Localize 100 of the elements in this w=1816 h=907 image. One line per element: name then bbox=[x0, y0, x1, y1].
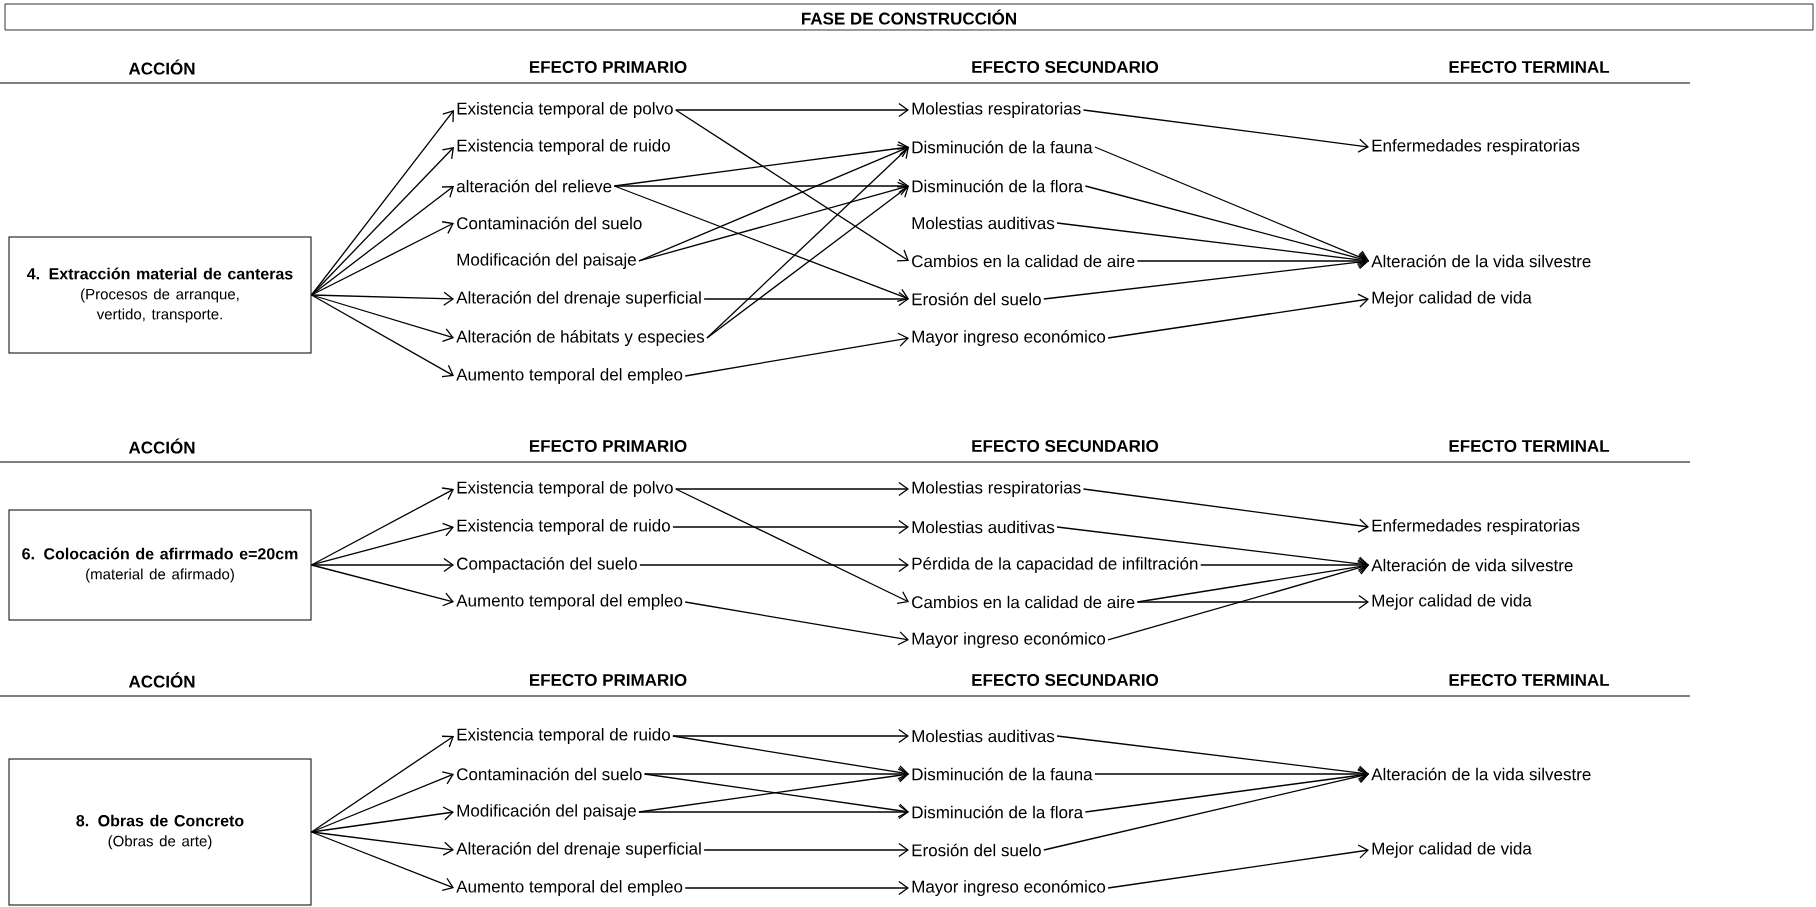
arrow bbox=[1084, 185, 1369, 266]
effect-text: Pérdida de la capacidad de infiltración bbox=[912, 557, 1198, 573]
effect-text: Mayor ingreso económico bbox=[912, 632, 1106, 648]
effect-text: Modificación del paisaje bbox=[457, 253, 636, 269]
arrow bbox=[672, 728, 909, 744]
effect-text: Alteración de vida silvestre bbox=[1371, 558, 1573, 572]
effect-text: Erosión del suelo bbox=[912, 292, 1041, 306]
arrow bbox=[310, 771, 454, 833]
effect-text: Alteración de la vida silvestre bbox=[1371, 254, 1591, 268]
arrow bbox=[310, 487, 454, 566]
effect-text: Alteración del drenaje superficial bbox=[456, 291, 701, 307]
arrow bbox=[1082, 109, 1369, 153]
effect-text: Disminución de la flora bbox=[912, 179, 1084, 193]
column-header: EFECTO TERMINAL bbox=[1449, 61, 1610, 73]
arrow bbox=[1094, 766, 1369, 782]
arrow bbox=[638, 144, 909, 262]
effect-text: Enfermedades respiratorias bbox=[1372, 139, 1580, 155]
arrow bbox=[684, 332, 909, 377]
arrow bbox=[310, 294, 454, 378]
column-header: EFECTO TERMINAL bbox=[1449, 674, 1610, 686]
arrow bbox=[310, 147, 454, 296]
arrow bbox=[675, 102, 909, 118]
arrow bbox=[310, 557, 454, 573]
effect-text: Disminución de la fauna bbox=[912, 767, 1093, 781]
action-box: 6. Colocación de afirrmado e=20cm (material de afirmado) bbox=[8, 509, 312, 621]
column-header: EFECTO SECUNDARIO bbox=[972, 440, 1159, 452]
arrow bbox=[1082, 488, 1369, 533]
effect-text: Alteración del drenaje superficial bbox=[456, 842, 701, 858]
arrow bbox=[1094, 146, 1369, 264]
arrow bbox=[684, 601, 909, 646]
effect-text: Existencia temporal de ruido bbox=[457, 728, 670, 744]
effect-text: Cambios en la calidad de aire bbox=[912, 595, 1135, 609]
effect-text: Modificación del paisaje bbox=[457, 804, 636, 820]
effect-text: Enfermedades respiratorias bbox=[1372, 519, 1580, 535]
arrow bbox=[310, 564, 454, 607]
arrow bbox=[613, 185, 909, 303]
effect-text: Molestias auditivas bbox=[912, 216, 1055, 230]
arrow bbox=[1107, 560, 1369, 641]
effect-text: Aumento temporal del empleo bbox=[456, 880, 683, 896]
arrow bbox=[310, 522, 454, 566]
effect-text: Cambios en la calidad de aire bbox=[912, 254, 1135, 268]
effect-text: Alteración de la vida silvestre bbox=[1371, 767, 1591, 781]
arrow bbox=[1136, 594, 1369, 610]
effect-text: Disminución de la fauna bbox=[912, 140, 1093, 154]
action-box: 4. Extracción material de canteras (Procesos de arranque, vertido, transporte. bbox=[8, 236, 312, 354]
effect-text: Mayor ingreso económico bbox=[912, 880, 1106, 896]
effect-text: Existencia temporal de ruido bbox=[457, 139, 670, 155]
arrow bbox=[638, 804, 909, 820]
arrow bbox=[1107, 293, 1369, 339]
effect-text: Compactación del suelo bbox=[457, 557, 637, 573]
effect-text: Molestias respiratorias bbox=[912, 102, 1081, 118]
action-box: 8. Obras de Concreto (Obras de arte) bbox=[8, 758, 312, 906]
column-header: ACCIÓN bbox=[128, 672, 195, 688]
arrow bbox=[1107, 844, 1369, 889]
arrow bbox=[703, 842, 909, 858]
arrow bbox=[310, 186, 454, 296]
arrow bbox=[1043, 769, 1369, 851]
effect-text: Contaminación del suelo bbox=[457, 767, 642, 781]
arrow bbox=[1136, 253, 1369, 269]
arrow bbox=[684, 880, 909, 896]
arrow bbox=[310, 221, 454, 296]
effect-text: alteración del relieve bbox=[456, 179, 612, 193]
arrow bbox=[613, 178, 909, 194]
arrow bbox=[643, 766, 909, 782]
arrow bbox=[675, 109, 909, 262]
arrow bbox=[310, 831, 454, 891]
effect-text: Mejor calidad de vida bbox=[1372, 842, 1532, 858]
arrow bbox=[638, 181, 909, 262]
column-header: EFECTO SECUNDARIO bbox=[972, 61, 1159, 73]
arrow bbox=[639, 557, 909, 573]
effect-text: Alteración de hábitats y especies bbox=[456, 330, 705, 346]
arrow bbox=[706, 186, 909, 339]
arrow bbox=[706, 147, 909, 339]
effect-text: Existencia temporal de polvo bbox=[457, 481, 673, 497]
effect-text: Molestias auditivas bbox=[912, 729, 1055, 743]
effect-text: Existencia temporal de ruido bbox=[457, 519, 670, 535]
effect-text: Aumento temporal del empleo bbox=[456, 368, 683, 384]
effect-text: Contaminación del suelo bbox=[457, 216, 642, 230]
title-box: FASE DE CONSTRUCCIÓN bbox=[4, 3, 1814, 31]
effect-text: Aumento temporal del empleo bbox=[456, 594, 683, 610]
arrow bbox=[1084, 768, 1369, 813]
effect-text: Molestias respiratorias bbox=[912, 481, 1081, 497]
effect-text: Disminución de la flora bbox=[912, 805, 1084, 819]
column-header: EFECTO PRIMARIO bbox=[529, 61, 687, 73]
arrow bbox=[1200, 557, 1369, 573]
arrow bbox=[672, 519, 909, 535]
arrow bbox=[310, 291, 454, 306]
column-header: EFECTO PRIMARIO bbox=[529, 440, 687, 452]
effect-text: Erosión del suelo bbox=[912, 843, 1041, 857]
effect-text: Mejor calidad de vida bbox=[1372, 594, 1532, 610]
effect-text: Mejor calidad de vida bbox=[1372, 291, 1532, 307]
column-header: EFECTO TERMINAL bbox=[1449, 440, 1610, 452]
arrow bbox=[672, 735, 909, 780]
column-header: ACCIÓN bbox=[128, 438, 195, 454]
arrow bbox=[675, 481, 909, 497]
column-header: EFECTO PRIMARIO bbox=[529, 674, 687, 686]
column-header: EFECTO SECUNDARIO bbox=[972, 674, 1159, 686]
arrow bbox=[310, 831, 454, 856]
effect-text: Molestias auditivas bbox=[912, 520, 1055, 534]
arrow bbox=[703, 291, 909, 307]
